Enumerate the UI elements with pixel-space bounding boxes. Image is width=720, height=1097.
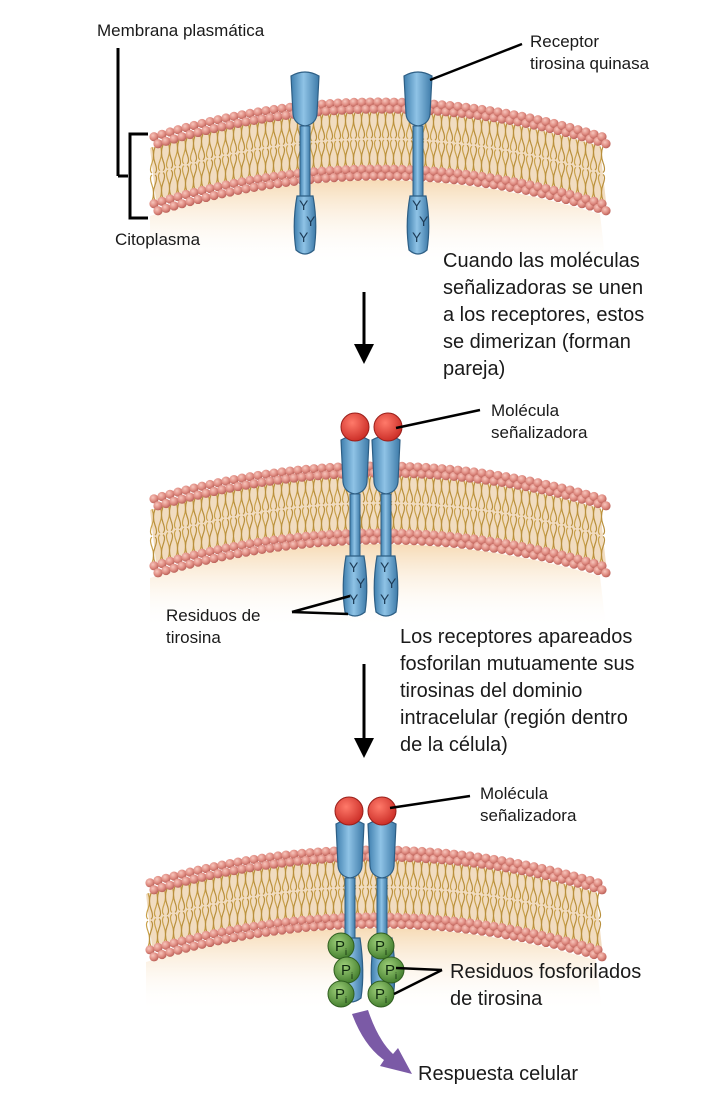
cell-response-label: Respuesta celular xyxy=(418,1063,579,1085)
phosphate-group: Pi xyxy=(367,980,395,1008)
svg-text:Pi: Pi xyxy=(335,938,347,957)
cytoplasm-label: Citoplasma xyxy=(115,230,201,249)
svg-text:Y: Y xyxy=(349,559,359,575)
svg-text:Pi: Pi xyxy=(375,986,387,1005)
svg-text:Y: Y xyxy=(299,197,309,213)
tyrosine-residues-label: Residuos de tirosina xyxy=(166,606,261,647)
cell-response-arrow xyxy=(352,1010,412,1074)
receptor-monomer-left xyxy=(290,71,320,255)
tyrosine-letters-panel-2: Y Y Y Y Y Y xyxy=(349,559,397,607)
svg-text:Pi: Pi xyxy=(341,962,353,981)
phosphate-group: Pi xyxy=(333,956,361,984)
step-arrow-2 xyxy=(354,664,374,758)
signal-molecule-pointer-line-1 xyxy=(395,408,481,430)
step-1-description: Cuando las moléculas señalizadoras se un… xyxy=(443,250,645,380)
membrane-bracket xyxy=(116,48,148,220)
phosphate-group: Pi xyxy=(327,980,355,1008)
plasma-membrane-label: Membrana plasmática xyxy=(97,21,265,40)
svg-text:Y: Y xyxy=(412,197,422,213)
svg-text:Y: Y xyxy=(299,229,309,245)
receptor-label: Receptor tirosina quinasa xyxy=(530,32,650,73)
step-2-description: Los receptores apareados fosforilan mutu… xyxy=(400,626,635,756)
phospho-pointer-lines xyxy=(393,966,443,996)
signal-molecule-label-1: Molécula señalizadora xyxy=(491,401,588,442)
receptor-pointer-line xyxy=(429,42,523,82)
signal-molecule-pointer-line-2 xyxy=(389,794,471,810)
signal-molecules-panel-3 xyxy=(334,796,397,826)
svg-text:Y: Y xyxy=(380,559,390,575)
svg-text:Y: Y xyxy=(412,229,422,245)
receptor-monomer-right xyxy=(403,71,433,255)
svg-text:Y: Y xyxy=(349,591,359,607)
tyrosine-pointer-lines xyxy=(291,594,351,616)
svg-text:Y: Y xyxy=(387,575,397,591)
svg-text:Y: Y xyxy=(356,575,366,591)
svg-text:Pi: Pi xyxy=(335,986,347,1005)
phosphate-group: Pi xyxy=(327,932,355,960)
receptor-dimer-panel-2 xyxy=(340,435,401,617)
signal-molecule-label-2: Molécula señalizadora xyxy=(480,784,577,825)
tyrosine-letters-panel-1: Y Y Y Y Y Y xyxy=(299,197,429,245)
phosphate-group: Pi xyxy=(377,956,405,984)
svg-text:Y: Y xyxy=(306,213,316,229)
phosphorylated-residues-label: Residuos fosforilados de tirosina xyxy=(450,961,642,1010)
phosphate-group: Pi xyxy=(367,932,395,960)
svg-text:Pi: Pi xyxy=(375,938,387,957)
signal-molecules-panel-2 xyxy=(340,412,403,442)
svg-text:Y: Y xyxy=(380,591,390,607)
svg-text:Pi: Pi xyxy=(385,962,397,981)
step-arrow-1 xyxy=(354,292,374,364)
plasma-membrane-panel-1 xyxy=(149,97,611,266)
svg-text:Y: Y xyxy=(419,213,429,229)
